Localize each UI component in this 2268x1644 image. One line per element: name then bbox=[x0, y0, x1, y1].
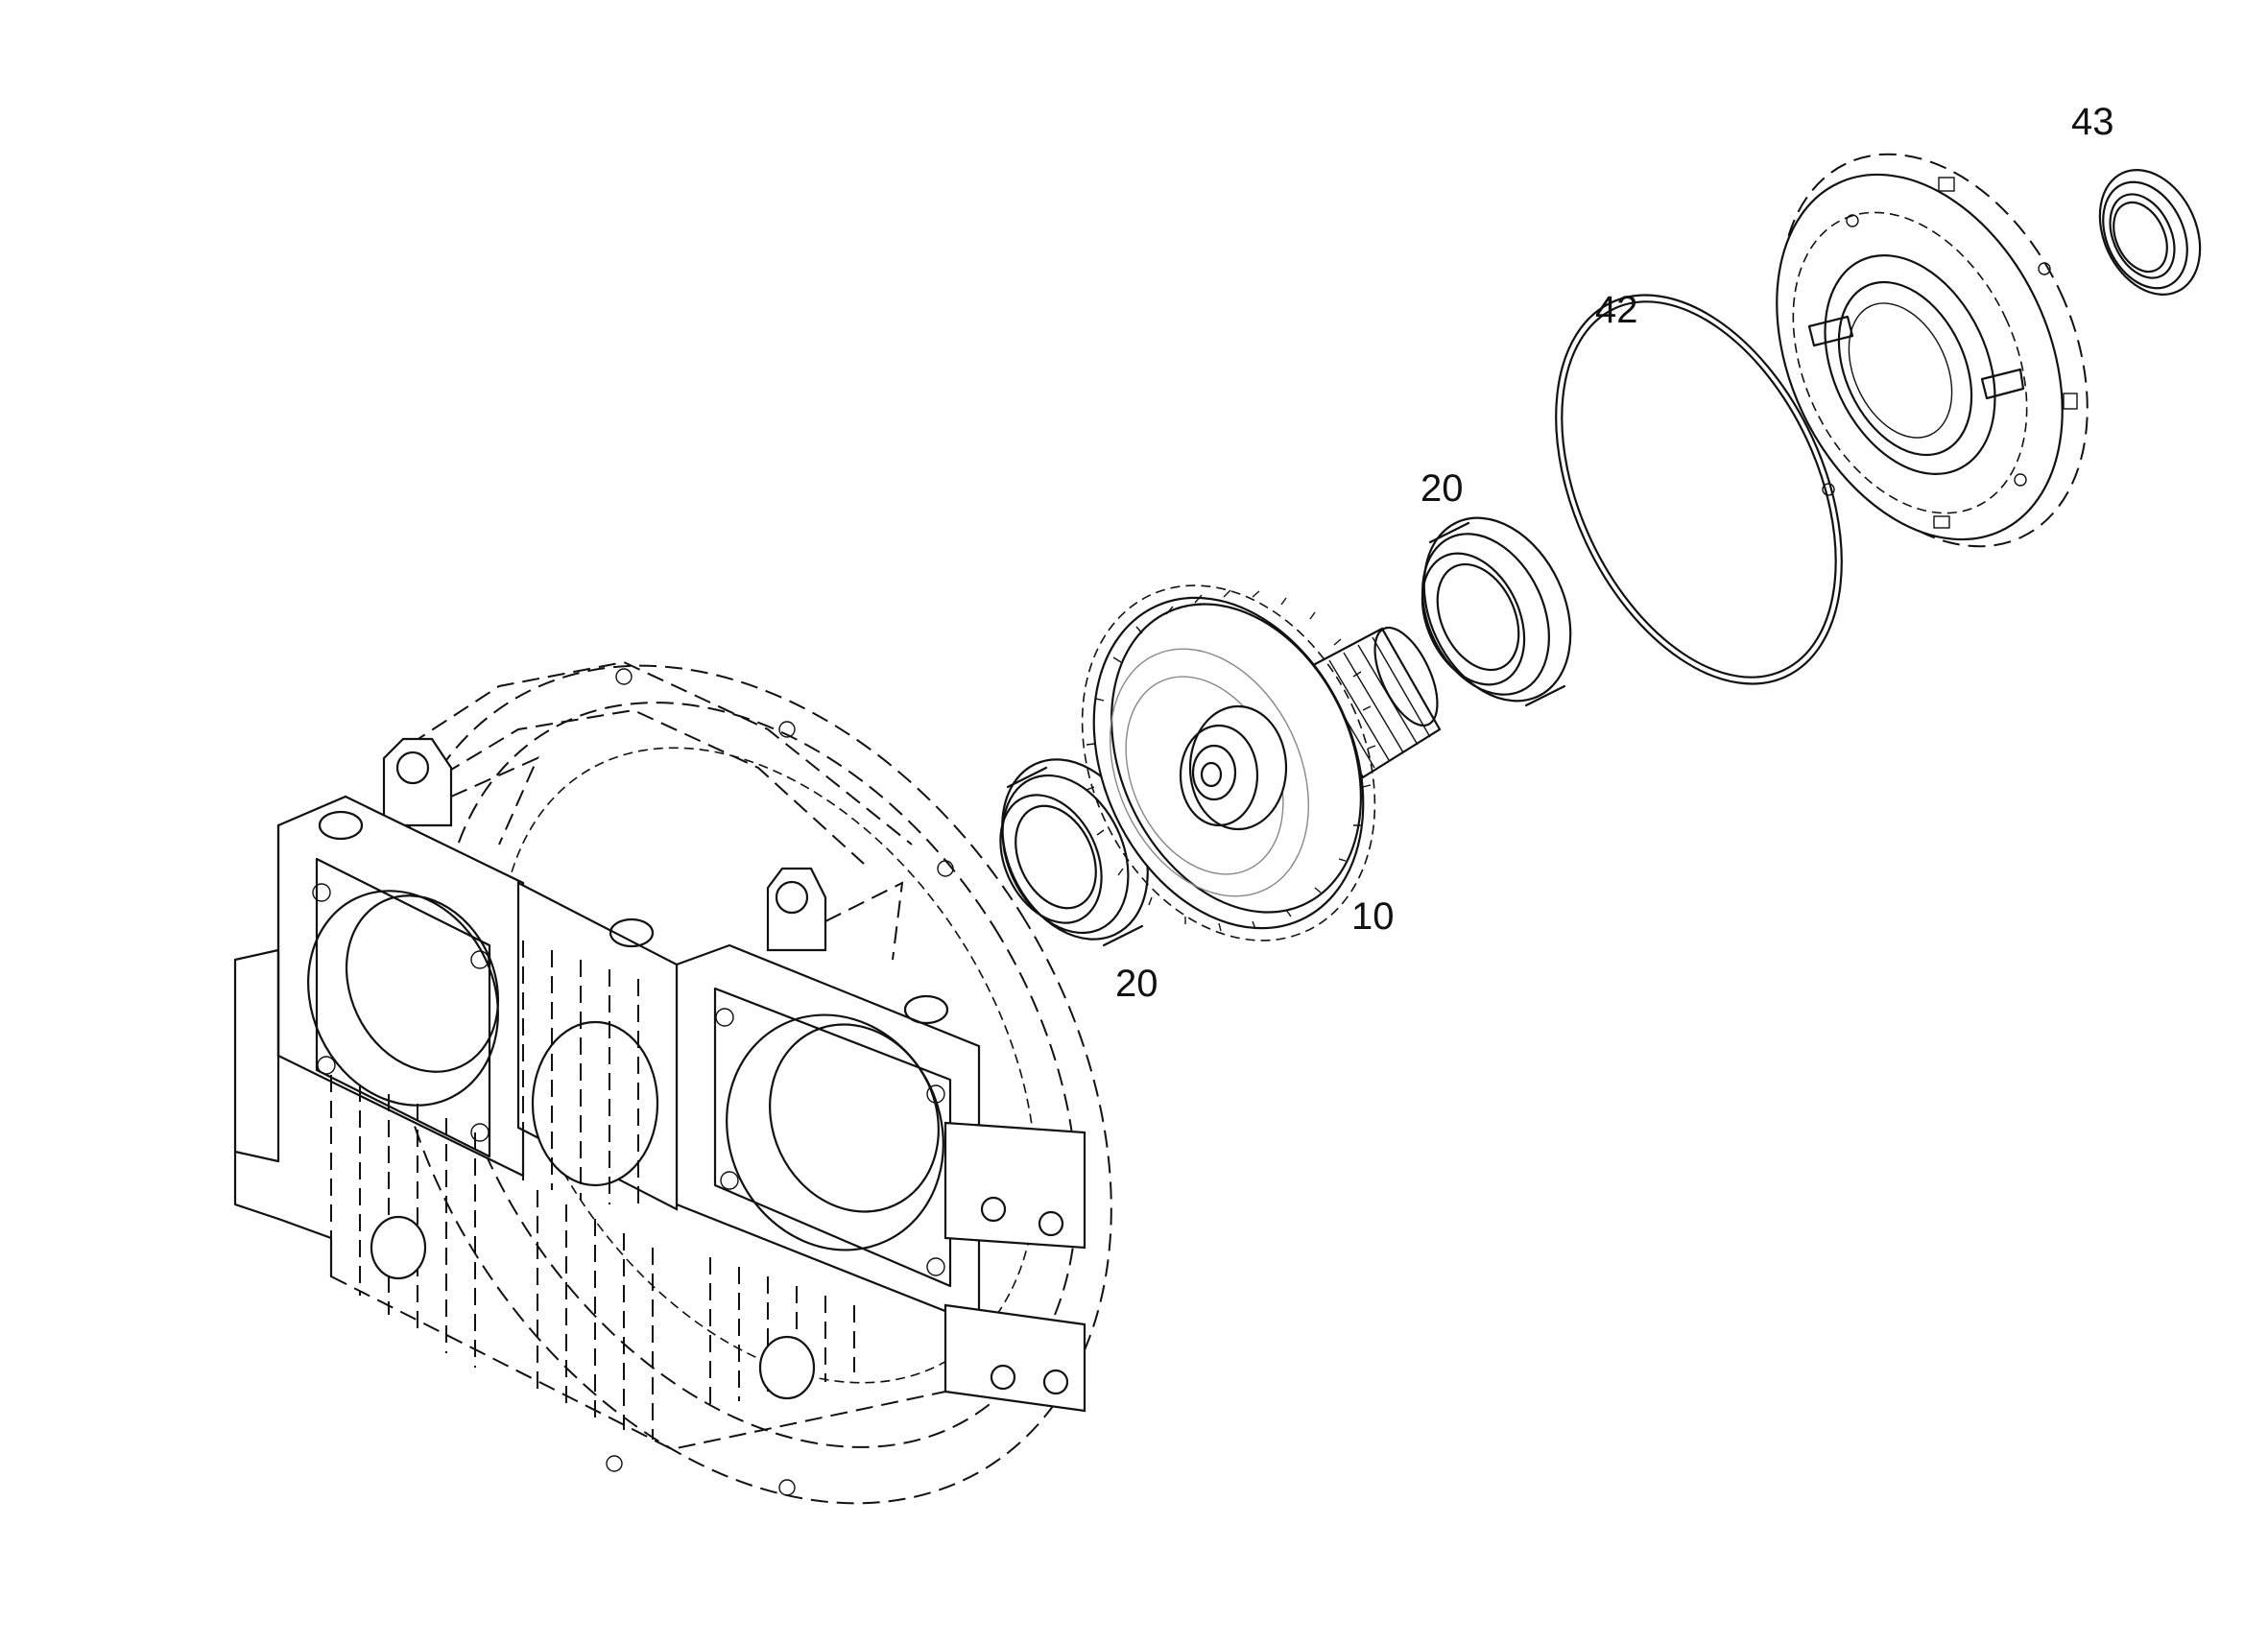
callout-10: 10 bbox=[1351, 895, 1395, 938]
callout-20-left: 20 bbox=[1115, 963, 1158, 1005]
gearbox-housing bbox=[233, 660, 1112, 1505]
callout-43: 43 bbox=[2071, 101, 2114, 143]
callout-20-right: 20 bbox=[1420, 467, 1464, 510]
callout-42: 42 bbox=[1595, 289, 1638, 331]
bearing-cover bbox=[1776, 153, 2089, 548]
shaft-seal-43 bbox=[2098, 169, 2202, 296]
bearing-20-right bbox=[1420, 516, 1572, 707]
o-ring-42 bbox=[1555, 294, 1843, 685]
gear-shaft-10 bbox=[1081, 584, 1442, 941]
